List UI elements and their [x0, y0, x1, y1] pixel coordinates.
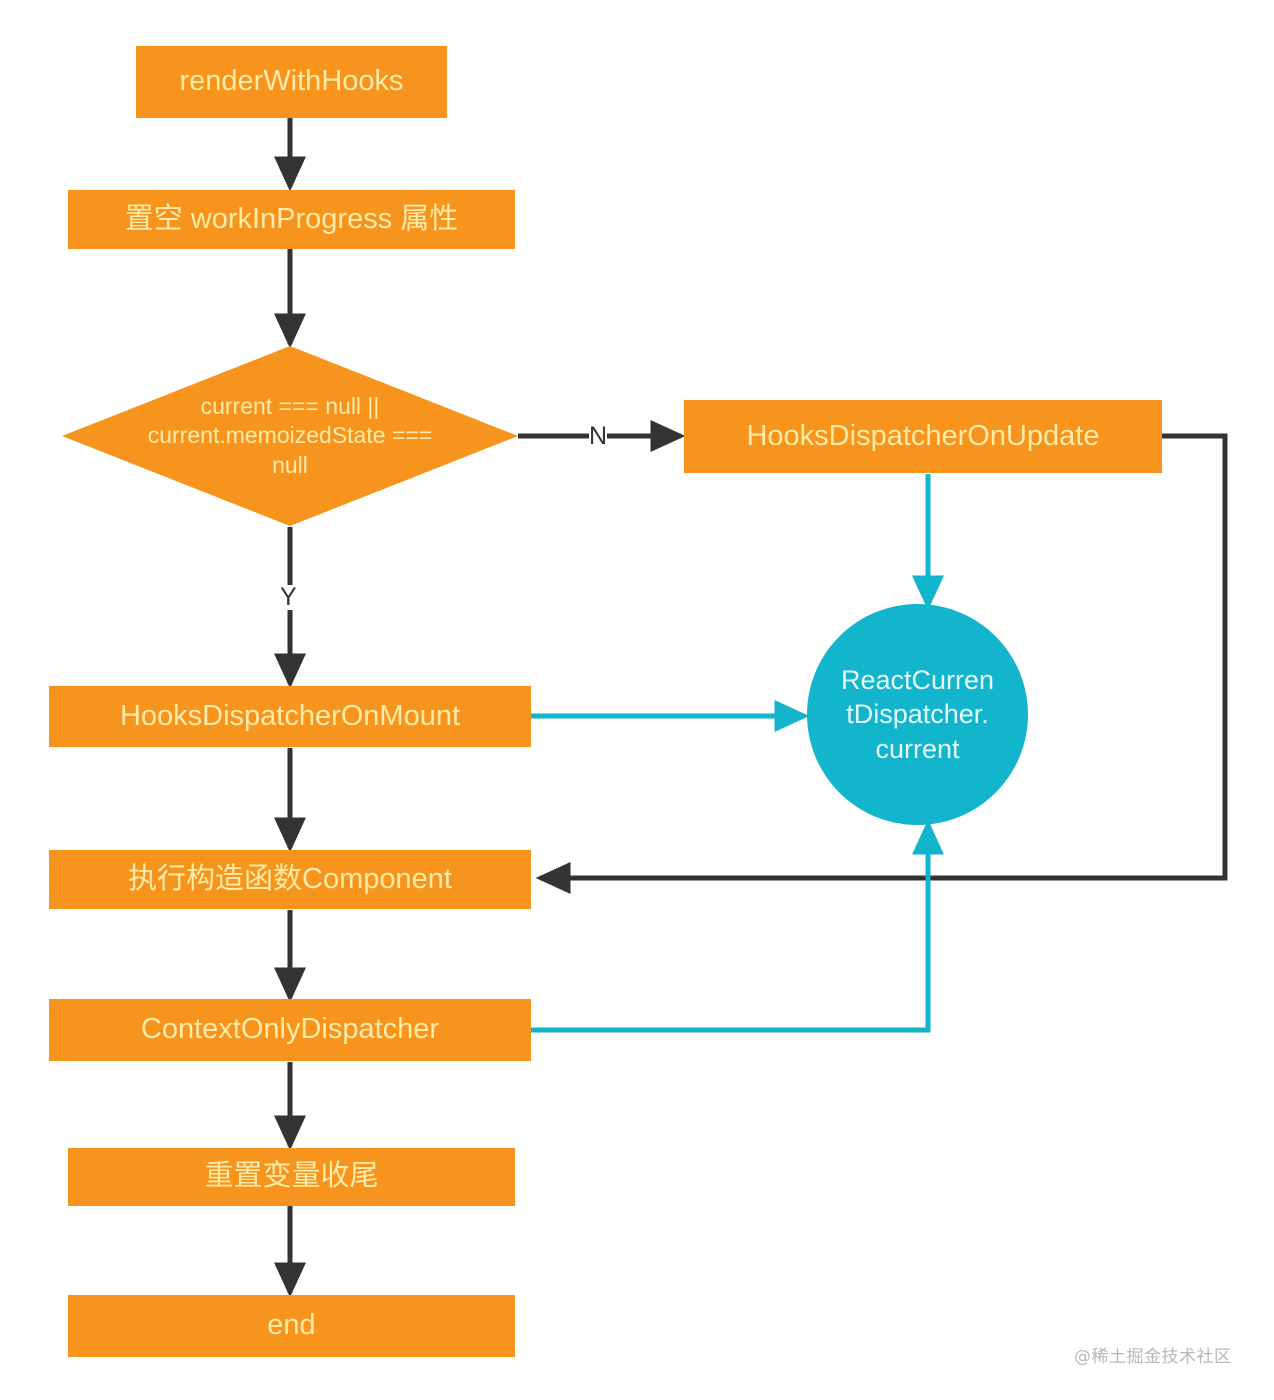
node-hooks-dispatcher-on-mount[interactable]: HooksDispatcherOnMount	[49, 686, 531, 747]
node-clear-work-in-progress[interactable]: 置空 workInProgress 属性	[68, 190, 515, 249]
node-end-label: end	[267, 1309, 316, 1342]
node-react-current-dispatcher-line-2: tDispatcher.	[846, 699, 989, 730]
node-condition-label: current === null || current.memoizedStat…	[112, 392, 468, 480]
edge-label-yes: Y	[280, 583, 297, 611]
node-clear-work-in-progress-label: 置空 workInProgress 属性	[124, 202, 459, 235]
node-condition-current-null[interactable]: current === null || current.memoizedStat…	[62, 346, 518, 526]
node-react-current-dispatcher-label: ReactCurren tDispatcher. current	[841, 663, 994, 767]
node-hooks-dispatcher-on-update[interactable]: HooksDispatcherOnUpdate	[684, 400, 1162, 473]
edge-label-no: N	[589, 422, 608, 450]
node-react-current-dispatcher-line-3: current	[875, 733, 960, 764]
node-end[interactable]: end	[68, 1295, 515, 1357]
node-hooks-dispatcher-on-mount-label: HooksDispatcherOnMount	[119, 699, 461, 732]
node-condition-line-2: current.memoizedState ===	[147, 422, 433, 449]
node-condition-line-1: current === null ||	[200, 392, 380, 419]
node-react-current-dispatcher-current[interactable]: ReactCurren tDispatcher. current	[807, 604, 1028, 825]
node-context-only-dispatcher-label: ContextOnlyDispatcher	[140, 1013, 440, 1046]
node-condition-line-3: null	[272, 451, 308, 478]
node-context-only-dispatcher[interactable]: ContextOnlyDispatcher	[49, 999, 531, 1061]
node-reset-variables-label: 重置变量收尾	[204, 1160, 379, 1193]
node-run-component-label: 执行构造函数Component	[128, 862, 452, 895]
node-hooks-dispatcher-on-update-label: HooksDispatcherOnUpdate	[746, 419, 1100, 452]
node-run-component[interactable]: 执行构造函数Component	[49, 850, 531, 909]
node-render-with-hooks-label: renderWithHooks	[179, 65, 404, 98]
watermark: @稀土掘金技术社区	[1074, 1347, 1232, 1367]
node-reset-variables[interactable]: 重置变量收尾	[68, 1148, 515, 1206]
node-render-with-hooks[interactable]: renderWithHooks	[136, 46, 447, 118]
node-react-current-dispatcher-line-1: ReactCurren	[840, 664, 995, 695]
edge-context-only-to-dispatcher-current	[531, 819, 945, 1033]
